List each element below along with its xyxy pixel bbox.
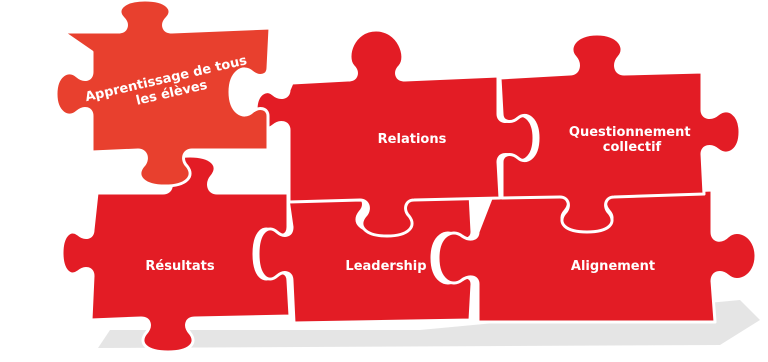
piece-shadows bbox=[98, 300, 760, 348]
piece-alignement-label: Alignement bbox=[571, 259, 655, 274]
piece-apprentissage: Apprentissage de tous les élèves bbox=[54, 0, 272, 188]
piece-resultats-label: Résultats bbox=[145, 259, 214, 274]
piece-questionnement: Questionnement collectif bbox=[498, 32, 742, 234]
piece-leadership-label: Leadership bbox=[345, 259, 426, 274]
piece-relations-label: Relations bbox=[378, 132, 447, 147]
piece-resultats: Résultats bbox=[60, 154, 292, 354]
piece-apprentissage-shape bbox=[54, 0, 272, 188]
piece-questionnement-label: Questionnement collectif bbox=[569, 125, 695, 155]
piece-resultats-shape bbox=[60, 154, 292, 354]
piece-questionnement-shape bbox=[498, 32, 742, 234]
